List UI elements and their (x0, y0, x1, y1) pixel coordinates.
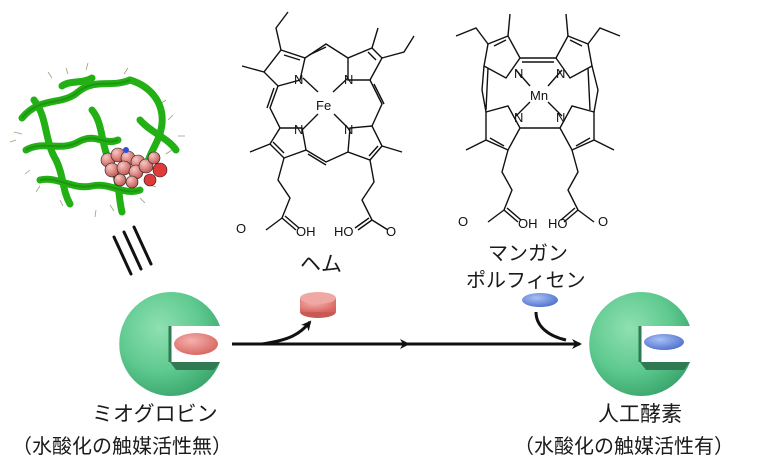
svg-text:O: O (458, 214, 468, 229)
artificial-enzyme-label: 人工酵素 (598, 402, 682, 426)
artificial-enzyme-note: （水酸化の触媒活性有） (514, 434, 734, 458)
svg-text:OH: OH (296, 224, 316, 239)
svg-text:N: N (294, 122, 303, 137)
svg-text:N: N (556, 110, 565, 125)
svg-text:N: N (294, 72, 303, 87)
svg-text:N: N (344, 72, 353, 87)
myoglobin-protein-icon (119, 292, 220, 396)
svg-text:Fe: Fe (316, 98, 331, 113)
svg-text:N: N (556, 66, 565, 81)
heme-label: ヘム (300, 252, 342, 276)
mn-porphycene-label-line2: ポルフィセン (466, 268, 586, 292)
myoglobin-label: ミオグロビン (92, 402, 218, 426)
svg-text:HO: HO (548, 216, 568, 231)
svg-text:N: N (514, 66, 523, 81)
mn-porphycene-cofactor-icon (644, 334, 684, 350)
incoming-porphycene-icon (522, 293, 558, 307)
heme-atoms: N N N N Fe O OH HO O (236, 72, 396, 239)
protein-structure-icon (9, 62, 185, 218)
mn-porphycene-label-line1: マンガン (488, 241, 568, 265)
svg-text:O: O (386, 224, 396, 239)
svg-text:OH: OH (518, 216, 538, 231)
svg-text:N: N (344, 122, 353, 137)
reaction-arrow (232, 311, 582, 349)
mn-porphycene-structure (455, 13, 621, 223)
svg-text:Mn: Mn (530, 88, 548, 103)
svg-text:O: O (236, 221, 246, 236)
equivalence-icon (112, 225, 153, 276)
svg-text:N: N (514, 110, 523, 125)
artificial-enzyme-protein-icon (589, 292, 690, 396)
myoglobin-note: （水酸化の触媒活性無） (12, 434, 232, 458)
mn-porphycene-atoms: N N N N Mn O OH HO O (458, 66, 608, 231)
heme-structure (241, 11, 415, 231)
released-heme-icon (300, 292, 336, 318)
svg-text:O: O (598, 214, 608, 229)
svg-text:HO: HO (334, 224, 354, 239)
heme-cofactor-icon (174, 333, 218, 355)
